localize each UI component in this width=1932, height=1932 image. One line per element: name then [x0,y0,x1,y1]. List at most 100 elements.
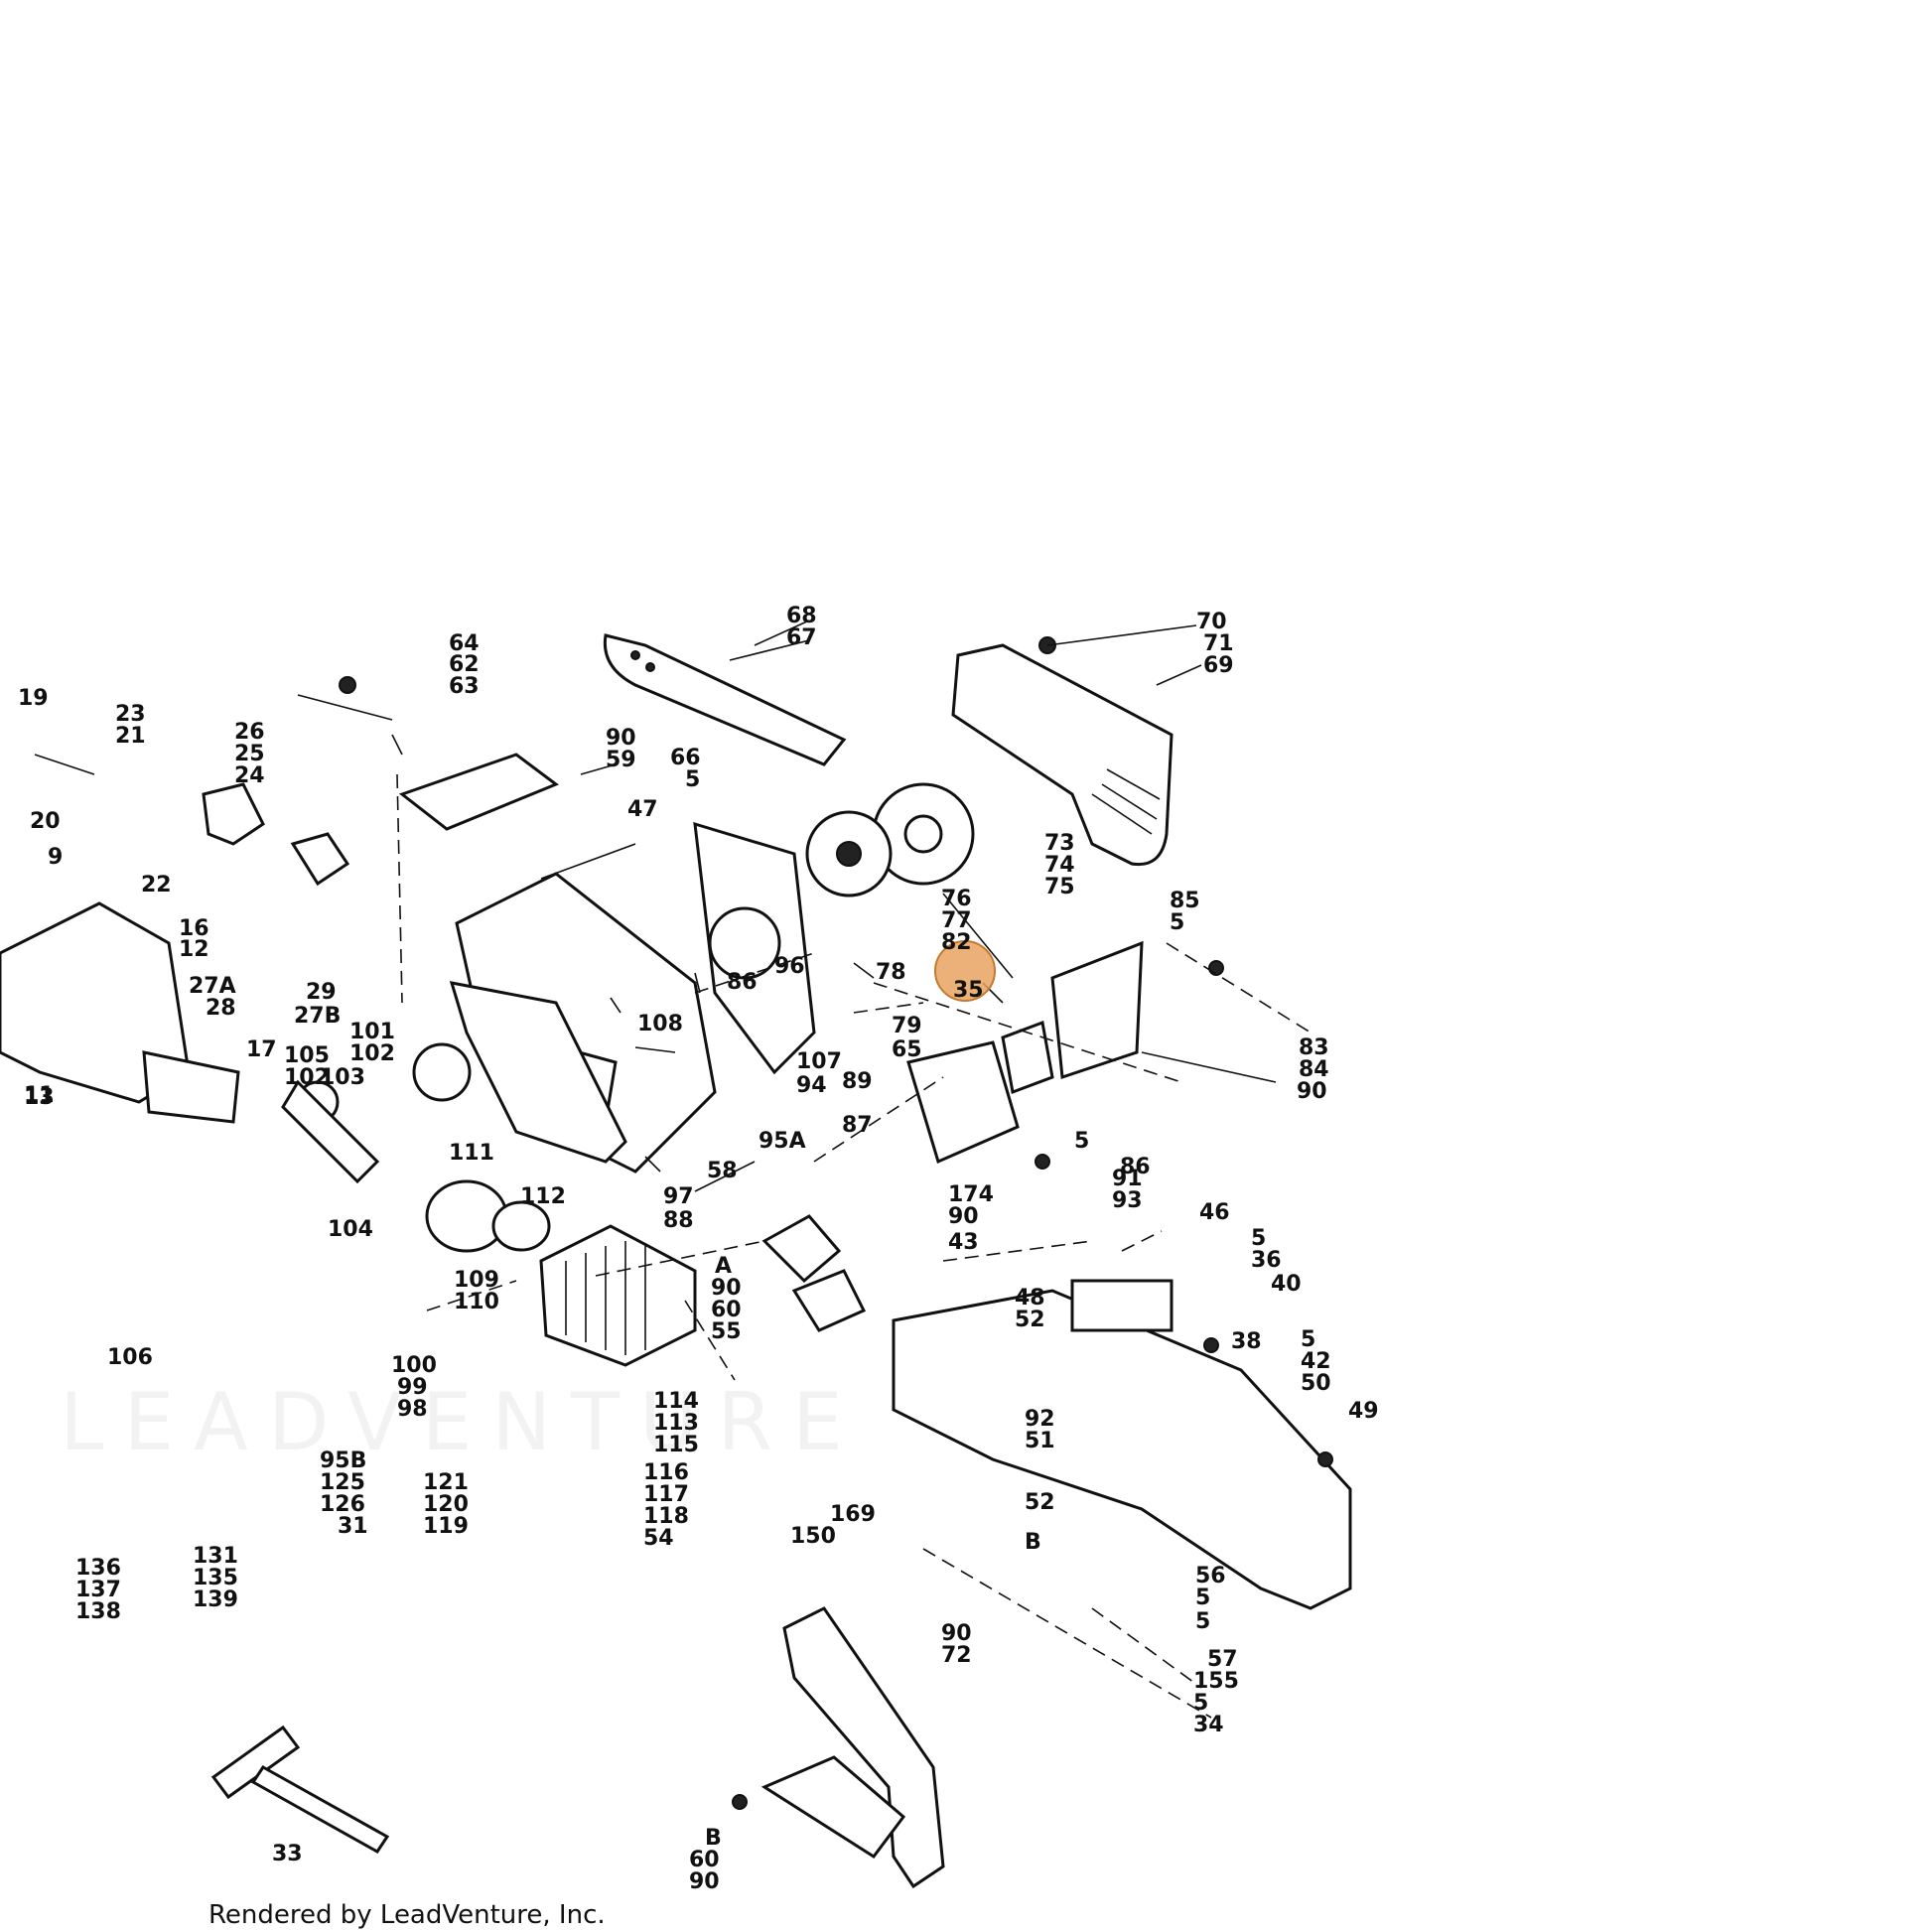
callout-label[interactable]: 16 [179,916,209,941]
callout-label[interactable]: 5 [1301,1327,1315,1352]
callout-label[interactable]: 82 [941,930,972,955]
callout-label[interactable]: 131 [193,1544,238,1569]
callout-label[interactable]: 59 [606,748,636,772]
callout-label[interactable]: 75 [1044,875,1075,899]
callout-label[interactable]: 5 [1193,1691,1208,1716]
callout-label[interactable]: 97 [663,1184,694,1209]
callout-label[interactable]: 113 [653,1411,699,1436]
callout-label[interactable]: 99 [397,1375,428,1400]
callout-label[interactable]: 28 [206,996,236,1021]
callout-label[interactable]: 64 [449,631,480,656]
callout-label[interactable]: 55 [711,1319,742,1344]
callout-label[interactable]: 95B [320,1449,366,1473]
piston-part[interactable] [425,1179,551,1253]
callout-label[interactable]: 91 [1112,1167,1143,1191]
callout-label[interactable]: 65 [892,1037,922,1062]
callout-label[interactable]: 12 [179,937,209,962]
callout-label[interactable]: 24 [234,763,265,788]
clutch-part[interactable] [805,810,893,897]
starter-housing-part[interactable] [892,1279,1352,1610]
callout-label[interactable]: 90 [941,1621,972,1646]
gasket-part[interactable] [449,981,627,1164]
callout-label[interactable]: 34 [1193,1713,1224,1737]
callout-label[interactable]: 76 [941,887,972,911]
callout-label[interactable]: 5 [1074,1129,1089,1154]
clutch-drum-part[interactable] [872,782,975,886]
callout-label[interactable]: 85 [1170,889,1200,913]
callout-label[interactable]: 43 [948,1230,979,1255]
callout-label[interactable]: 67 [786,625,817,650]
callout-label[interactable]: 22 [141,873,172,897]
callout-label[interactable]: 125 [320,1470,365,1495]
callout-label[interactable]: 63 [449,674,480,699]
callout-label[interactable]: B [1025,1530,1041,1555]
callout-label[interactable]: 150 [790,1524,836,1549]
callout-label[interactable]: 5 [1195,1609,1210,1634]
callout-label[interactable]: 36 [1251,1248,1282,1273]
callout-label[interactable]: 95A [759,1129,806,1154]
muffler-part[interactable] [906,1040,1020,1165]
callout-label[interactable]: 47 [627,797,658,822]
air-filter-cover-part[interactable] [398,753,560,831]
callout-label[interactable]: 49 [1348,1399,1379,1424]
callout-label[interactable]: 116 [643,1460,689,1485]
callout-label[interactable]: 120 [423,1492,469,1517]
callout-label[interactable]: 20 [30,809,61,834]
callout-label[interactable]: 115 [653,1433,699,1457]
callout-label[interactable]: 90 [711,1276,742,1301]
callout-label[interactable]: 54 [643,1526,674,1551]
callout-label[interactable]: 26 [234,720,265,745]
callout-label[interactable]: 23 [115,702,146,727]
callout-label[interactable]: 38 [1231,1329,1262,1354]
callout-label[interactable]: 40 [1271,1272,1302,1297]
oil-pump-part[interactable] [761,1214,867,1332]
callout-label[interactable]: 90 [689,1869,720,1894]
callout-label[interactable]: 74 [1044,853,1075,878]
callout-label[interactable]: 5 [1251,1226,1266,1251]
clutch-cover-part[interactable] [951,643,1173,867]
callout-label[interactable]: 137 [75,1578,121,1602]
callout-label[interactable]: 121 [423,1470,469,1495]
callout-label[interactable]: 92 [1025,1407,1055,1432]
callout-label[interactable]: 27A [189,974,236,999]
callout-label[interactable]: 138 [75,1599,121,1624]
callout-label[interactable]: 17 [246,1037,277,1062]
callout-label[interactable]: 25 [234,742,265,766]
callout-label[interactable]: 119 [423,1514,469,1539]
callout-label[interactable]: 58 [707,1159,738,1183]
callout-label[interactable]: 114 [653,1389,699,1414]
callout-label[interactable]: 29 [306,980,337,1005]
callout-label[interactable]: 72 [941,1643,972,1668]
callout-label[interactable]: 90 [606,726,636,751]
cylinder-part[interactable] [539,1224,697,1367]
callout-label[interactable]: 155 [1193,1669,1239,1694]
callout-label[interactable]: 60 [689,1848,720,1872]
callout-label[interactable]: 109 [454,1268,499,1293]
callout-label[interactable]: 110 [454,1290,499,1314]
callout-label[interactable]: 139 [193,1587,238,1612]
callout-label[interactable]: 108 [637,1012,683,1036]
callout-label[interactable]: 94 [796,1073,827,1098]
callout-label[interactable]: 84 [1299,1057,1329,1082]
callout-label[interactable]: 60 [711,1298,742,1322]
callout-label[interactable]: 135 [193,1566,238,1590]
callout-label[interactable]: 79 [892,1014,922,1038]
callout-label[interactable]: 56 [1195,1564,1226,1588]
callout-label[interactable]: 86 [727,970,758,995]
guide-bar-part[interactable] [603,633,847,766]
callout-label[interactable]: 13 [24,1085,55,1110]
callout-label[interactable]: 31 [338,1514,368,1539]
callout-label[interactable]: 86 [1120,1155,1151,1179]
callout-label[interactable]: 9 [48,845,63,870]
callout-label[interactable]: 103 [320,1065,365,1090]
side-cover-part[interactable] [693,821,816,1075]
callout-label[interactable]: 89 [842,1069,873,1094]
callout-label[interactable]: 106 [107,1345,153,1370]
ignition-module-part[interactable] [1001,940,1144,1095]
callout-label[interactable]: 50 [1301,1371,1331,1396]
callout-label[interactable]: 105 [284,1043,330,1068]
callout-label[interactable]: 62 [449,652,480,677]
callout-label[interactable]: 118 [643,1504,689,1529]
callout-label[interactable]: 48 [1015,1286,1045,1311]
callout-label[interactable]: 87 [842,1113,873,1138]
